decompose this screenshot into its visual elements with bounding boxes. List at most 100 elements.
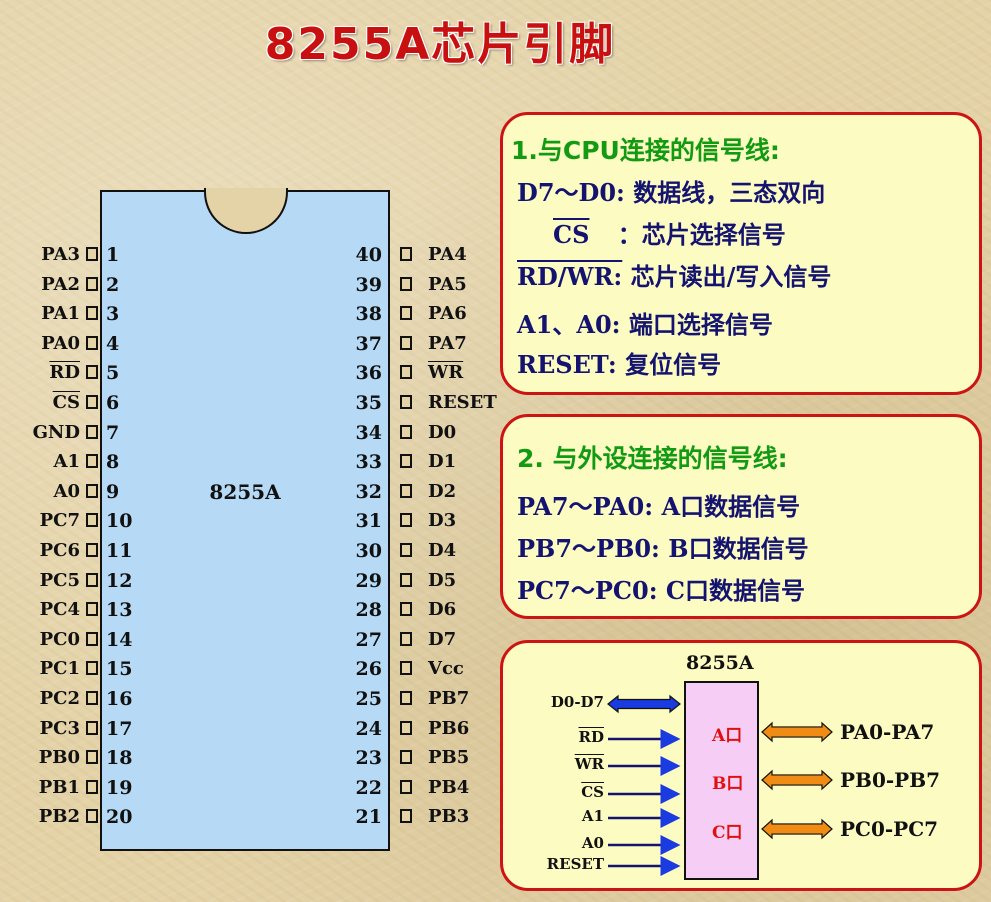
- pin-number: 19: [106, 776, 133, 799]
- pin-name: D6: [428, 599, 457, 621]
- pin-name: PC7: [39, 510, 80, 532]
- pin-name: PC6: [39, 540, 80, 561]
- pin-box: [400, 365, 412, 380]
- input-label: RD: [578, 728, 604, 746]
- pin-number: 26: [355, 658, 382, 681]
- pin-name: D2: [428, 480, 457, 502]
- pin-box: [86, 572, 98, 587]
- pin-box: [400, 631, 412, 646]
- pin-name: RD: [49, 362, 80, 384]
- pin-box: [86, 424, 98, 439]
- input-label: CS: [581, 783, 604, 801]
- pin-number: 16: [106, 688, 133, 710]
- pin-name: PB2: [38, 806, 80, 828]
- port-label: B口: [712, 774, 744, 794]
- peripheral-line-pc: PC7～PC0: C口数据信号: [517, 571, 805, 606]
- pin-number: 33: [355, 451, 382, 474]
- pin-name: PC0: [39, 628, 80, 650]
- pin-box: [86, 335, 98, 350]
- pin-number: 5: [106, 362, 120, 385]
- pin-box: [400, 424, 412, 439]
- pin-box: [400, 691, 412, 705]
- pin-name: CS: [52, 392, 80, 413]
- cpu-line-desc: 端口选择信号: [628, 310, 773, 339]
- pin-name: PA0: [41, 332, 80, 354]
- pin-number: 37: [355, 332, 382, 355]
- pin-name: PC5: [39, 569, 80, 591]
- pin-box: [86, 247, 98, 261]
- pin-box: [86, 276, 98, 291]
- chip-body: [100, 190, 390, 851]
- pin-name: D3: [428, 510, 457, 532]
- input-label: D0-D7: [550, 693, 604, 711]
- peripheral-signals-heading: 2. 与外设连接的信号线:: [517, 444, 788, 473]
- pin-name: D7: [428, 628, 457, 650]
- cpu-line-data: D7～D0: 数据线，三态双向: [517, 173, 825, 208]
- pin-number: 9: [106, 480, 120, 503]
- pin-box: [400, 247, 412, 261]
- pin-box: [400, 720, 412, 735]
- peripheral-line-label: PB7～PB0:: [517, 534, 660, 563]
- pin-box: [400, 454, 412, 469]
- pin-box: [86, 483, 98, 498]
- pin-box: [86, 454, 98, 469]
- pin-box: [400, 335, 412, 350]
- pin-name: GND: [32, 421, 80, 443]
- pin-box: [400, 306, 412, 321]
- pin-number: 11: [106, 540, 133, 562]
- pin-name: RESET: [428, 392, 497, 413]
- pin-name: PB3: [428, 806, 470, 828]
- block-chip-label: 8255A: [686, 652, 754, 674]
- pin-box: [86, 779, 98, 794]
- pin-box: [400, 483, 412, 498]
- pin-number: 21: [355, 806, 382, 829]
- pin-box: [400, 750, 412, 765]
- peripheral-line-desc: A口数据信号: [661, 492, 801, 521]
- pin-number: 14: [106, 628, 133, 651]
- pin-number: 25: [355, 688, 382, 710]
- pin-box: [400, 543, 412, 557]
- pin-number: 10: [106, 510, 133, 533]
- pin-box: [86, 809, 98, 824]
- pin-number: 20: [106, 806, 133, 829]
- cpu-line-reset: RESET: 复位信号: [517, 345, 721, 380]
- pin-number: 31: [355, 510, 382, 533]
- port-arrow: [761, 818, 833, 840]
- pin-box: [86, 543, 98, 557]
- pin-box: [400, 395, 412, 409]
- peripheral-line-desc: B口数据信号: [668, 534, 809, 563]
- pin-box: [400, 809, 412, 824]
- pin-number: 29: [355, 569, 382, 592]
- page-title: 8255A芯片引脚: [264, 19, 616, 70]
- port-label: A口: [712, 726, 743, 746]
- port-label: C口: [712, 823, 743, 843]
- chip-label: 8255A: [209, 480, 281, 504]
- pin-name: PA4: [428, 244, 467, 265]
- pin-name: D1: [428, 451, 457, 473]
- pin-name: WR: [428, 362, 464, 384]
- pin-name: PA2: [41, 273, 80, 295]
- pin-box: [86, 306, 98, 321]
- pin-name: D0: [428, 421, 457, 443]
- pin-name: PB6: [428, 717, 470, 739]
- pin-name: PB4: [428, 776, 470, 798]
- cpu-line-rdwr: RD/WR: 芯片读出/写入信号: [517, 257, 831, 292]
- pin-number: 40: [355, 244, 382, 266]
- peripheral-line-pb: PB7～PB0: B口数据信号: [517, 529, 809, 564]
- input-label: A1: [581, 807, 604, 825]
- cpu-line-label: RESET:: [517, 350, 617, 379]
- output-label: PC0-PC7: [840, 817, 939, 841]
- cpu-line-desc: 复位信号: [625, 350, 722, 379]
- port-arrow: [761, 721, 833, 743]
- peripheral-line-label: PA7～PA0:: [517, 492, 654, 521]
- peripheral-line-desc: C口数据信号: [665, 576, 806, 605]
- pin-number: 38: [355, 303, 382, 326]
- pin-name: PA3: [41, 244, 80, 265]
- port-arrow: [761, 769, 833, 791]
- output-label: PB0-PB7: [840, 768, 941, 792]
- pin-name: PB1: [38, 776, 80, 798]
- pin-number: 27: [355, 628, 382, 651]
- pin-box: [86, 750, 98, 765]
- cpu-line-desc: ：芯片选择信号: [617, 220, 786, 249]
